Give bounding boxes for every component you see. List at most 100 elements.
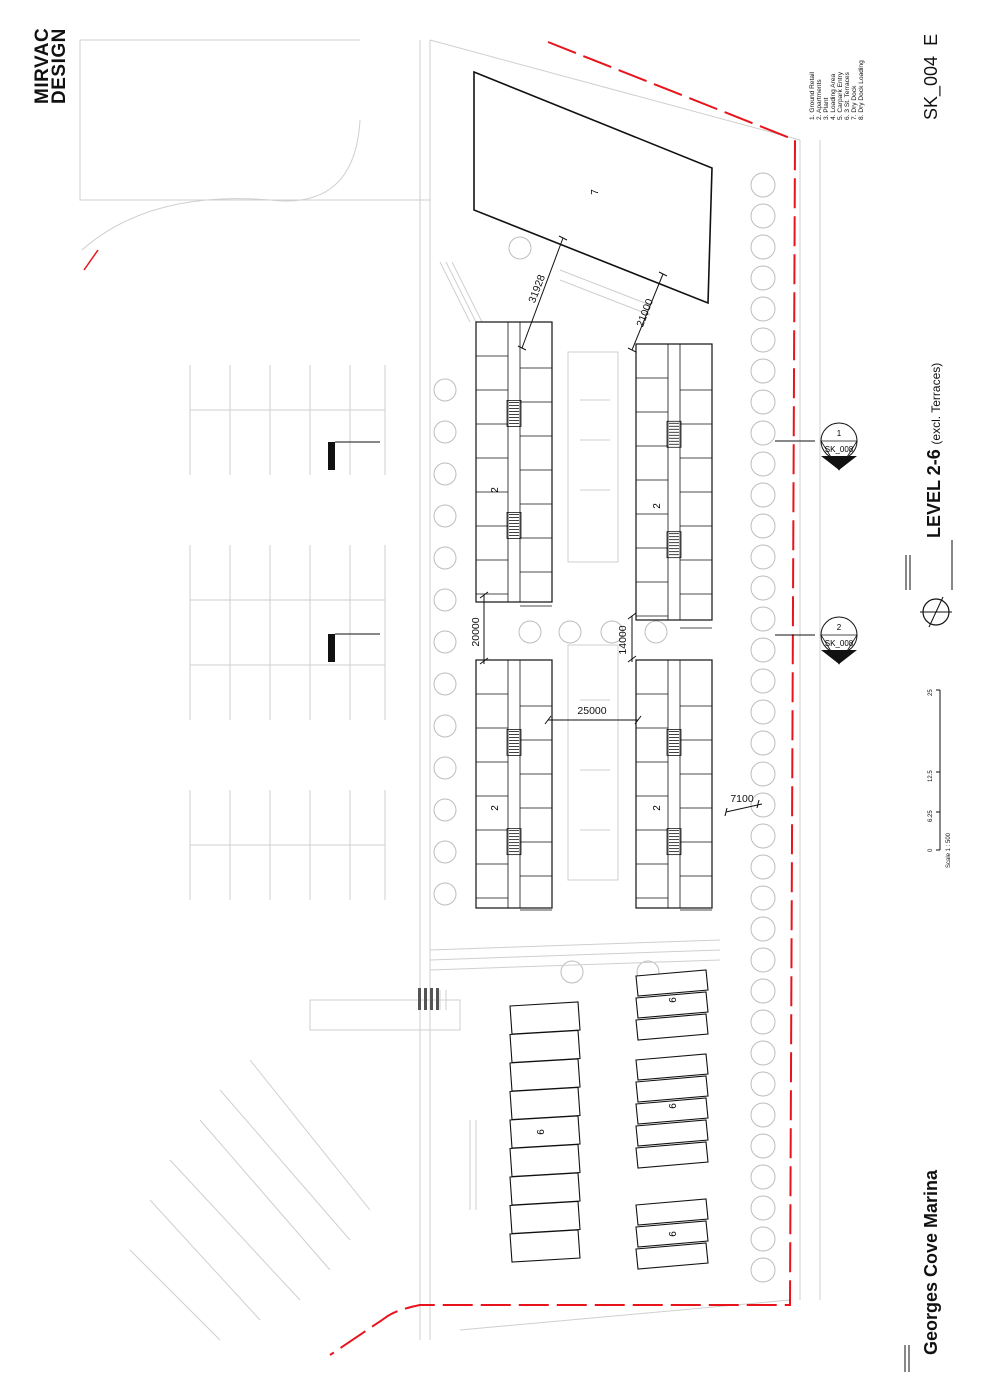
tree-icon bbox=[518, 620, 542, 644]
dry-dock-label: 7 bbox=[590, 189, 601, 195]
terrace-unit bbox=[635, 991, 709, 1019]
tree-icon bbox=[750, 234, 776, 260]
section-1-number: 1 bbox=[837, 429, 842, 438]
tree-icon bbox=[750, 885, 776, 911]
tree-icon bbox=[750, 1257, 776, 1283]
scale-tick-12-5: 12.5 bbox=[928, 770, 934, 782]
parking-bays-low bbox=[189, 790, 386, 900]
dimension-25000: 25000 bbox=[577, 705, 606, 717]
tree-icon bbox=[433, 798, 457, 822]
terrace-unit bbox=[635, 1013, 709, 1041]
apartments-label-d: 2 bbox=[652, 805, 663, 811]
apartment-block-se bbox=[635, 659, 713, 909]
stair-core bbox=[506, 399, 522, 427]
drawing-code: SK_004 E bbox=[921, 34, 942, 120]
tree-icon bbox=[750, 451, 776, 477]
dimension-lines bbox=[479, 235, 763, 817]
legend-item: 1. Ground Retail bbox=[809, 71, 816, 120]
tree-icon bbox=[558, 620, 582, 644]
courtyard-linework bbox=[567, 351, 619, 881]
terrace-unit bbox=[509, 1115, 581, 1149]
terrace-unit bbox=[635, 1141, 709, 1169]
apartment-unit-linework bbox=[476, 322, 712, 911]
tree-icon bbox=[433, 420, 457, 444]
section-2-number: 2 bbox=[837, 623, 842, 632]
tree-icon bbox=[750, 389, 776, 415]
scale-bar bbox=[936, 689, 941, 851]
tree-icon bbox=[750, 854, 776, 880]
tree-icon bbox=[750, 637, 776, 663]
tree-icon bbox=[750, 1226, 776, 1252]
tree-icon bbox=[750, 327, 776, 353]
tree-icon bbox=[750, 358, 776, 384]
dimension-21000: 21000 bbox=[634, 297, 656, 329]
tree-icon bbox=[560, 960, 584, 984]
terrace-unit bbox=[509, 1086, 581, 1121]
legend-item: 6. 3 St. Terraces bbox=[844, 72, 851, 120]
stair-core bbox=[666, 828, 682, 856]
north-arrow bbox=[920, 596, 952, 628]
tree-icon bbox=[433, 630, 457, 654]
legend-item: 2. Apartments bbox=[816, 79, 823, 120]
tree-icon bbox=[433, 504, 457, 528]
tree-icon bbox=[750, 482, 776, 508]
tree-icon bbox=[600, 620, 624, 644]
terrace-blocks bbox=[509, 969, 709, 1270]
tree-icon bbox=[750, 296, 776, 322]
section-cut-1: 1 SK_008 bbox=[775, 422, 858, 471]
parking-diagonal bbox=[129, 1059, 371, 1341]
tree-icon bbox=[750, 1071, 776, 1097]
dry-dock: 7 bbox=[473, 70, 713, 305]
drawing-revision: E bbox=[921, 33, 941, 46]
legend: 1. Ground Retail 2. Apartments 3. Plant … bbox=[809, 60, 865, 120]
tree-icon bbox=[750, 420, 776, 446]
tree-icon bbox=[433, 882, 457, 906]
tree-icon bbox=[433, 756, 457, 780]
tree-icon bbox=[750, 1195, 776, 1221]
terrace-labels: 6 6 6 6 bbox=[536, 997, 679, 1237]
dimension-31928: 31928 bbox=[526, 273, 548, 305]
tree-icon bbox=[644, 620, 668, 644]
terrace-unit bbox=[635, 1097, 709, 1125]
apartments-label-c: 2 bbox=[490, 805, 501, 811]
tree-icon bbox=[433, 378, 457, 402]
terrace-unit bbox=[509, 1001, 581, 1035]
tree-icon bbox=[750, 513, 776, 539]
tree-icon bbox=[508, 236, 532, 260]
scale-tick-6-25: 6.25 bbox=[928, 810, 934, 822]
legend-item: 7. Dry Dock bbox=[851, 85, 858, 120]
tree-icon bbox=[750, 947, 776, 973]
apartment-block-sw bbox=[475, 659, 553, 909]
apartment-labels: 2 2 2 2 bbox=[490, 487, 663, 811]
street-trees-west bbox=[433, 236, 668, 984]
dimension-20000: 20000 bbox=[470, 617, 482, 646]
stair-core bbox=[506, 512, 522, 539]
terrace-unit bbox=[635, 969, 709, 997]
terrace-unit bbox=[635, 1242, 709, 1270]
legend-item: 3. Plant bbox=[823, 97, 830, 120]
tree-icon bbox=[750, 792, 776, 818]
tree-icon bbox=[433, 714, 457, 738]
tree-icon bbox=[750, 575, 776, 601]
site-boundary-left bbox=[83, 249, 99, 271]
legend-item: 8. Dry Dock Loading bbox=[858, 60, 865, 120]
tree-icon bbox=[750, 1133, 776, 1159]
terrace-unit bbox=[509, 1172, 581, 1206]
tree-icon bbox=[433, 672, 457, 696]
tree-icon bbox=[750, 544, 776, 570]
stair-core bbox=[666, 420, 682, 448]
scale-tick-25: 25 bbox=[928, 689, 934, 696]
stair-core bbox=[506, 729, 522, 756]
section-cut-2: 2 SK_008 bbox=[775, 616, 858, 665]
street-trees-east bbox=[750, 172, 776, 1283]
landscape-strips bbox=[429, 261, 721, 1210]
tree-icon bbox=[750, 916, 776, 942]
terrace-unit bbox=[635, 1119, 709, 1147]
terrace-unit bbox=[509, 1029, 581, 1064]
apartment-block-ne bbox=[635, 343, 713, 621]
tree-icon bbox=[750, 606, 776, 632]
tree-icon bbox=[750, 265, 776, 291]
terrace-unit bbox=[509, 1058, 581, 1092]
level-name: LEVEL 2-6 bbox=[924, 449, 944, 538]
terrace-unit bbox=[635, 1220, 709, 1248]
